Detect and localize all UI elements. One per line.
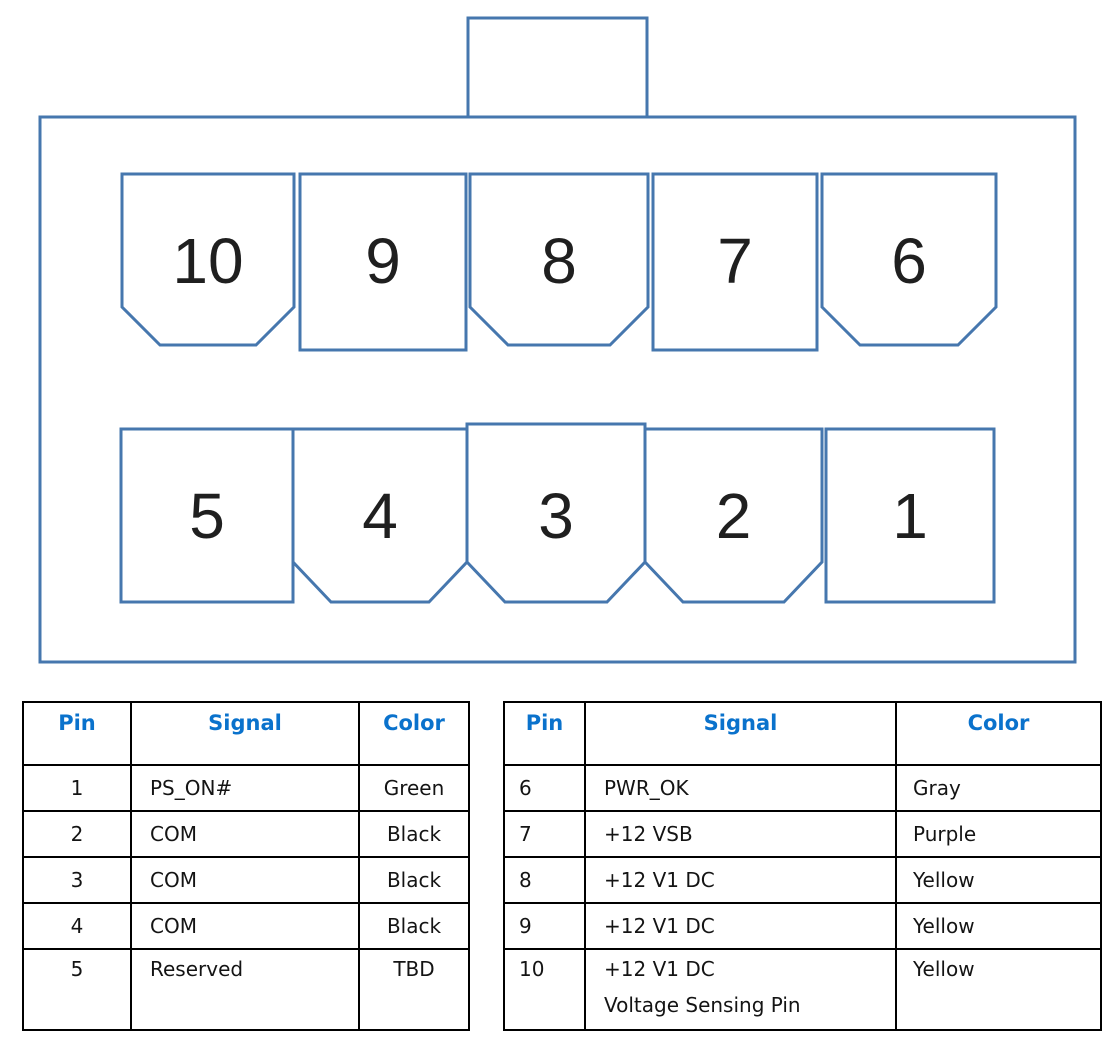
signal-line: PS_ON# <box>150 775 233 800</box>
cell-pin-number: 10 <box>503 948 586 1031</box>
pin-number: 6 <box>891 225 927 297</box>
pin-number: 3 <box>538 480 574 552</box>
signal-line: +12 V1 DC <box>604 867 715 892</box>
connector-tab <box>466 16 649 119</box>
pin-cavity-keyed <box>468 172 650 347</box>
connector-diagram: 10 9 8 7 6 5 4 3 2 1 <box>38 16 1077 664</box>
pin-number: 4 <box>362 480 398 552</box>
pin-number: 9 <box>365 225 401 297</box>
cell-signal-name: +12 V1 DC Voltage Sensing Pin <box>584 948 897 1031</box>
cell-signal-name: COM <box>130 856 360 904</box>
signal-line: COM <box>150 913 197 938</box>
signal-line: +12 V1 DC <box>604 913 715 938</box>
cell-pin-number: 3 <box>22 856 132 904</box>
pin-cavity <box>824 427 996 604</box>
column-header-signal: Signal <box>130 701 360 766</box>
pin-row: 10 +12 V1 DC Voltage Sensing Pin Yellow <box>503 948 1102 1031</box>
cell-pin-number: 1 <box>22 764 132 812</box>
pin-number: 7 <box>717 225 753 297</box>
pin-number: 1 <box>892 480 928 552</box>
pin-cavity <box>298 172 468 352</box>
cell-wire-color: Yellow <box>895 856 1102 904</box>
cell-wire-color: Yellow <box>895 948 1102 1031</box>
column-header-color: Color <box>895 701 1102 766</box>
signal-line: Reserved <box>150 957 244 981</box>
cell-signal-name: Reserved <box>130 948 360 1031</box>
pin-row: 5 Reserved TBD <box>22 948 470 1031</box>
signal-line: COM <box>150 821 197 846</box>
cell-signal-name: COM <box>130 902 360 950</box>
cell-wire-color: Yellow <box>895 902 1102 950</box>
pin-row: 1 PS_ON# Green <box>22 764 470 812</box>
cell-wire-color: Black <box>358 856 470 904</box>
pin-row: 2 COM Black <box>22 810 470 858</box>
pin-number: 8 <box>541 225 577 297</box>
pin-cavity-keyed <box>643 427 824 604</box>
column-header-color: Color <box>358 701 470 766</box>
pin-row: 7 +12 VSB Purple <box>503 810 1102 858</box>
signal-line: +12 V1 DC <box>604 957 715 981</box>
cell-wire-color: TBD <box>358 948 470 1031</box>
table-header-row: Pin Signal Color <box>22 701 470 766</box>
cell-wire-color: Green <box>358 764 470 812</box>
cell-pin-number: 9 <box>503 902 586 950</box>
cell-signal-name: PS_ON# <box>130 764 360 812</box>
column-header-pin: Pin <box>22 701 132 766</box>
pin-row: 3 COM Black <box>22 856 470 904</box>
cell-pin-number: 8 <box>503 856 586 904</box>
cell-wire-color: Purple <box>895 810 1102 858</box>
pin-number: 5 <box>189 480 225 552</box>
signal-line: PWR_OK <box>604 775 689 800</box>
cell-wire-color: Black <box>358 902 470 950</box>
cell-signal-name: +12 VSB <box>584 810 897 858</box>
cell-pin-number: 6 <box>503 764 586 812</box>
cell-pin-number: 7 <box>503 810 586 858</box>
cell-wire-color: Gray <box>895 764 1102 812</box>
cell-wire-color: Black <box>358 810 470 858</box>
pin-table-right: Pin Signal Color 6 PWR_OK Gray 7 +12 VSB Purp… <box>503 701 1102 1031</box>
signal-line: COM <box>150 867 197 892</box>
pin-number: 2 <box>716 480 752 552</box>
pin-cavity-keyed <box>465 422 647 604</box>
pin-number: 10 <box>172 225 243 297</box>
column-header-pin: Pin <box>503 701 586 766</box>
cell-signal-name: COM <box>130 810 360 858</box>
pin-row: 9 +12 V1 DC Yellow <box>503 902 1102 950</box>
pin-cavity <box>651 172 819 352</box>
cell-signal-name: +12 V1 DC <box>584 902 897 950</box>
pin-cavity-keyed <box>120 172 296 347</box>
cell-pin-number: 5 <box>22 948 132 1031</box>
table-header-row: Pin Signal Color <box>503 701 1102 766</box>
pin-row: 4 COM Black <box>22 902 470 950</box>
pin-row: 6 PWR_OK Gray <box>503 764 1102 812</box>
cell-pin-number: 2 <box>22 810 132 858</box>
signal-line: Voltage Sensing Pin <box>604 993 801 1017</box>
column-header-signal: Signal <box>584 701 897 766</box>
cell-signal-name: PWR_OK <box>584 764 897 812</box>
pin-cavity-keyed <box>820 172 998 347</box>
signal-line: +12 VSB <box>604 821 693 846</box>
pin-row: 8 +12 V1 DC Yellow <box>503 856 1102 904</box>
cell-pin-number: 4 <box>22 902 132 950</box>
cell-signal-name: +12 V1 DC <box>584 856 897 904</box>
